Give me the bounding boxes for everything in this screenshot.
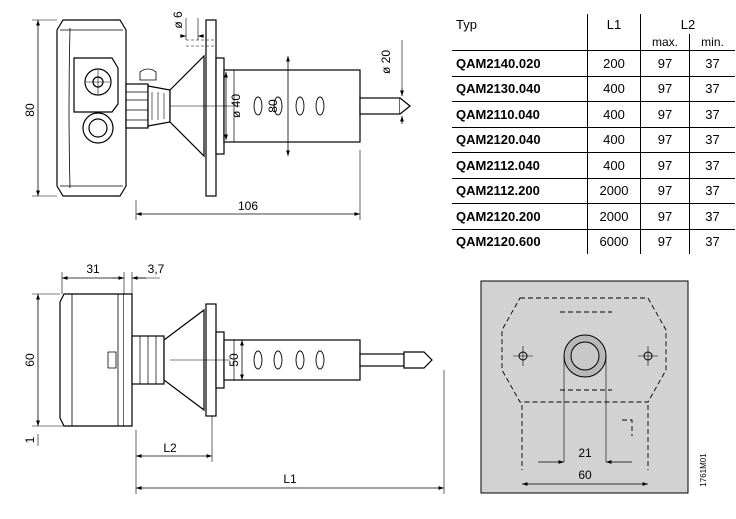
cell-l1: 2000 — [587, 177, 641, 204]
side-probe-rod — [359, 353, 405, 367]
cell-min: 37 — [689, 203, 735, 229]
cell-max: 97 — [640, 203, 690, 229]
header-l2: L2 — [640, 14, 735, 34]
cell-l1: 400 — [587, 126, 641, 153]
spec-table: Typ L1 L2 max. min. QAM2140.020 200 97 3… — [452, 14, 735, 254]
cell-l1: 2000 — [587, 203, 641, 229]
header-min: min. — [689, 34, 735, 51]
cell-max: 97 — [640, 126, 690, 153]
table-row: QAM2120.040 400 97 37 — [452, 126, 735, 153]
cell-model: QAM2130.040 — [452, 75, 588, 102]
cell-model: QAM2140.020 — [456, 55, 541, 71]
cell-model: QAM2110.040 — [452, 101, 588, 127]
dim-flange-thickness: 3,7 — [148, 262, 165, 276]
dim-cone-dia: ø 40 — [229, 94, 243, 118]
table-row: QAM2112.200 2000 97 37 — [452, 177, 735, 204]
mounting-outline — [501, 297, 667, 403]
cell-max: 97 — [640, 228, 690, 254]
mounting-detail: 21 60 1761M01 — [480, 280, 708, 494]
dim-housing-depth: 31 — [86, 262, 100, 276]
cell-max: 97 — [640, 75, 690, 102]
dim-l2: L2 — [163, 441, 177, 455]
cell-min: 37 — [689, 126, 735, 153]
dim-probe-dia: ø 20 — [379, 50, 393, 74]
cell-max: 97 — [640, 101, 690, 127]
cell-model: QAM2120.600 — [452, 228, 588, 254]
cell-l1: 400 — [587, 152, 641, 178]
cell-model: QAM2112.040 — [452, 152, 588, 178]
table-row: QAM2130.040 400 97 37 — [452, 75, 735, 102]
cell-model: QAM2120.200 — [452, 203, 588, 229]
header-l1: L1 — [587, 14, 641, 34]
top-cable-gland-lower — [82, 112, 114, 144]
side-view — [59, 293, 433, 427]
side-probe-shaft — [223, 339, 361, 381]
top-probe-shaft — [223, 69, 361, 143]
cell-model: QAM2120.040 — [452, 126, 588, 153]
dim-flange-width: 60 — [578, 468, 592, 482]
top-probe-rod — [359, 97, 401, 115]
table-row: QAM2112.040 400 97 37 — [452, 152, 735, 178]
cell-min: 37 — [689, 177, 735, 204]
cell-l1: 200 — [587, 50, 641, 76]
cell-max: 97 — [640, 50, 690, 76]
dim-top-height: 80 — [23, 103, 37, 117]
dim-hole-dia: ø 6 — [171, 11, 185, 29]
table-row: QAM2140.020 200 97 37 — [452, 50, 735, 76]
mounting-bore-inner — [570, 341, 600, 371]
top-flange-plate — [205, 19, 217, 197]
dim-l1: L1 — [283, 472, 297, 486]
cell-min: 37 — [689, 101, 735, 127]
top-probe-slots — [253, 96, 325, 116]
cell-l1: 6000 — [587, 228, 641, 254]
cell-l1: 400 — [587, 75, 641, 102]
dim-side-height: 60 — [23, 353, 37, 367]
cell-max: 97 — [640, 177, 690, 204]
cell-l1: 400 — [587, 101, 641, 127]
dim-hole-spacing: 21 — [578, 446, 592, 460]
table-row: QAM2120.200 2000 97 37 — [452, 203, 735, 229]
header-typ: Typ — [456, 16, 477, 32]
dim-cone-height: 80 — [266, 99, 280, 113]
table-row: QAM2110.040 400 97 37 — [452, 101, 735, 127]
cell-min: 37 — [689, 75, 735, 102]
cell-min: 37 — [689, 228, 735, 254]
dim-side-offset: 1 — [23, 436, 37, 443]
cell-min: 37 — [689, 152, 735, 178]
mounting-panel — [480, 280, 689, 494]
cell-min: 37 — [689, 50, 735, 76]
top-view — [56, 19, 411, 197]
header-max: max. — [640, 34, 690, 51]
cell-max: 97 — [640, 152, 690, 178]
dim-side-cone: 50 — [227, 353, 241, 367]
side-probe-slots — [253, 350, 325, 370]
drawing-code: 1761M01 — [699, 453, 708, 487]
table-row: QAM2120.600 6000 97 37 — [452, 228, 735, 254]
dim-top-length: 106 — [238, 199, 258, 213]
cell-model: QAM2112.200 — [452, 177, 588, 204]
